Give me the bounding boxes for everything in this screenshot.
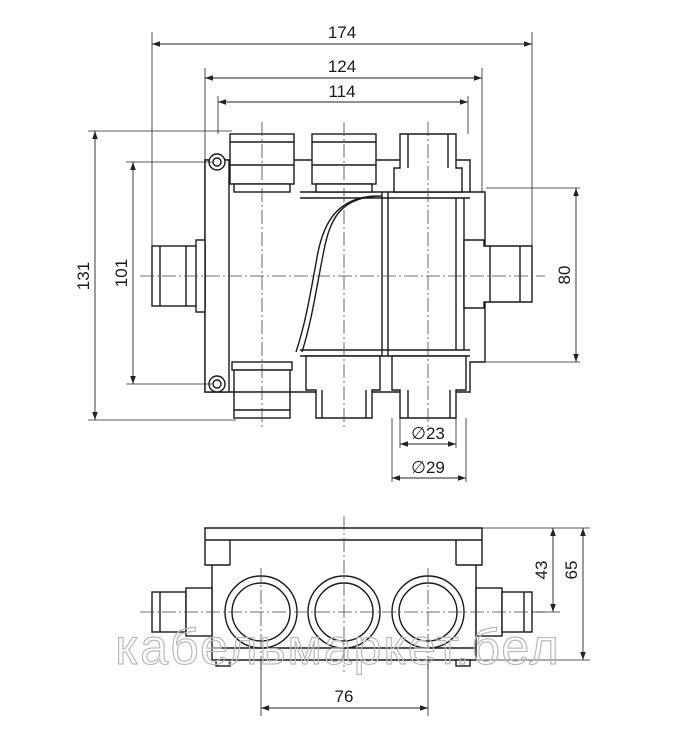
dim-body-width: 124 [328, 57, 356, 76]
dim-mount-height: 101 [112, 259, 131, 287]
dim-overall-height: 131 [74, 262, 93, 290]
top-view [140, 122, 545, 428]
dim-overall-width: 174 [328, 23, 356, 42]
dim-pipe-outer-diameter: ∅29 [411, 458, 445, 477]
dim-outlet-height: 80 [555, 266, 574, 285]
side-view [140, 516, 545, 672]
right-pipe [463, 239, 533, 309]
watermark: кабельмаркет.бел [115, 619, 560, 675]
dim-total-height: 65 [562, 561, 581, 580]
bottom-pipe-3 [391, 355, 467, 419]
curved-divider [301, 195, 383, 353]
dim-body-height: 43 [532, 561, 551, 580]
dim-outlet-spacing: 76 [335, 687, 354, 706]
dim-pipe-span: 114 [328, 82, 355, 101]
dim-pipe-inner-diameter: ∅23 [411, 424, 445, 443]
bottom-pipe-2 [305, 355, 381, 419]
